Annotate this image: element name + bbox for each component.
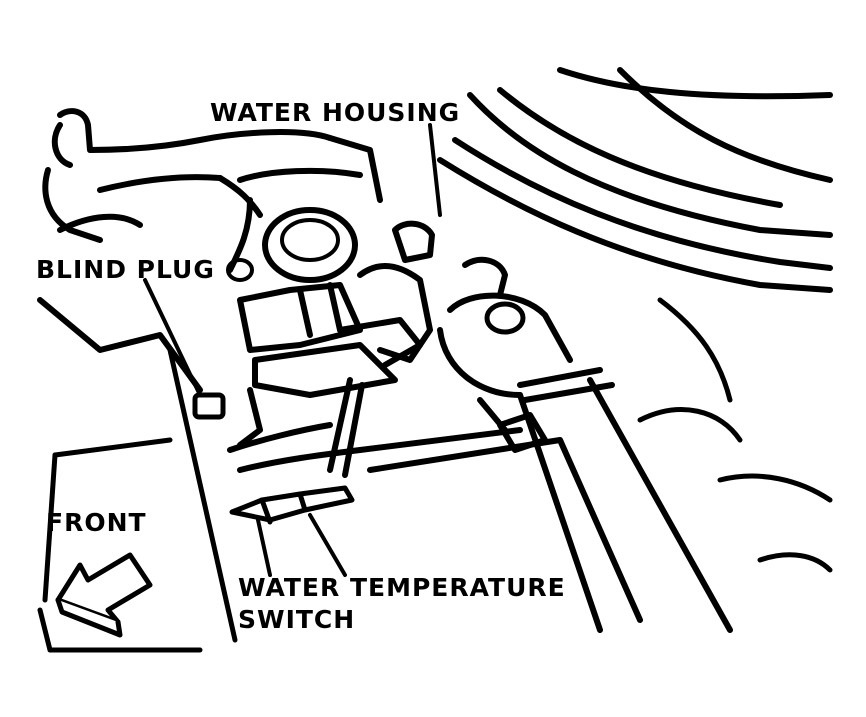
blind-plug xyxy=(192,392,226,420)
label-blind-plug: BLIND PLUG xyxy=(36,255,215,284)
frame-lines xyxy=(37,347,238,653)
label-switch: SWITCH xyxy=(238,605,356,634)
connecting-rod xyxy=(327,377,643,623)
water-temperature-switch xyxy=(229,485,355,525)
engine-right-detail xyxy=(637,297,833,573)
leader-lines xyxy=(143,123,442,577)
front-arrow-icon xyxy=(55,552,153,638)
label-water-housing: WATER HOUSING xyxy=(210,98,461,127)
label-water-temperature: WATER TEMPERATURE xyxy=(238,573,566,602)
label-front: FRONT xyxy=(46,508,147,537)
leader-switch-2 xyxy=(308,513,347,577)
leader-switch-1 xyxy=(256,518,272,577)
lower-hose xyxy=(437,256,733,633)
leader-water-housing xyxy=(428,123,442,217)
round-port xyxy=(226,207,358,283)
leader-blind-plug xyxy=(143,278,202,397)
water-housing-block xyxy=(227,220,435,473)
engine-casting xyxy=(37,108,383,393)
upper-hoses xyxy=(437,67,833,293)
hose-clamp xyxy=(477,397,548,453)
